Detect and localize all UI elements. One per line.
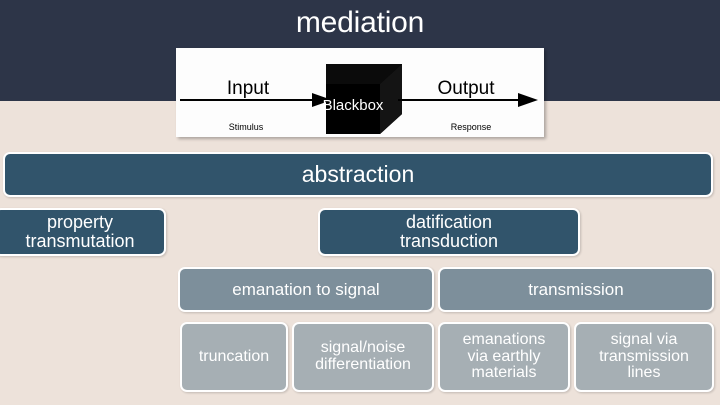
output-arrowhead bbox=[518, 93, 538, 107]
box-top-highlight bbox=[326, 64, 402, 84]
node-abstraction-label: abstraction bbox=[301, 160, 415, 187]
node-transmission[interactable]: transmission bbox=[438, 267, 714, 312]
node-emanation-to-signal-label: emanation to signal bbox=[232, 279, 380, 299]
stimulus-label: Stimulus bbox=[229, 122, 264, 132]
node-signal-noise-differentiation[interactable]: signal/noise differentiation bbox=[292, 322, 434, 392]
output-label: Output bbox=[437, 78, 495, 99]
node-transmission-label: transmission bbox=[528, 279, 624, 299]
node-abstraction[interactable]: abstraction bbox=[3, 152, 713, 197]
response-label: Response bbox=[451, 122, 492, 132]
node-emanation-to-signal[interactable]: emanation to signal bbox=[178, 267, 434, 312]
node-truncation[interactable]: truncation bbox=[180, 322, 288, 392]
input-arrowhead bbox=[312, 93, 332, 107]
box-label: Blackbox bbox=[323, 97, 384, 114]
node-datification-transduction-label: datification transduction bbox=[399, 212, 499, 251]
node-truncation-label: truncation bbox=[198, 347, 270, 365]
node-signal-via-transmission-lines-label: signal via transmission lines bbox=[599, 331, 689, 382]
node-signal-noise-differentiation-label: signal/noise differentiation bbox=[315, 339, 411, 373]
input-label: Input bbox=[227, 78, 270, 99]
page-title: mediation bbox=[295, 6, 425, 39]
node-emanations-via-earthly-materials[interactable]: emanations via earthly materials bbox=[438, 322, 570, 392]
blackbox-svg: Blackbox Input Output Stimulus Response bbox=[176, 48, 544, 137]
box-side-highlight bbox=[380, 64, 402, 134]
node-signal-via-transmission-lines[interactable]: signal via transmission lines bbox=[574, 322, 714, 392]
node-datification-transduction[interactable]: datification transduction bbox=[318, 208, 580, 256]
node-emanations-via-earthly-materials-label: emanations via earthly materials bbox=[462, 331, 546, 382]
node-property-transmutation[interactable]: property transmutation bbox=[0, 208, 166, 256]
blackbox-diagram: Blackbox Input Output Stimulus Response bbox=[176, 48, 544, 137]
node-property-transmutation-label: property transmutation bbox=[25, 212, 135, 251]
